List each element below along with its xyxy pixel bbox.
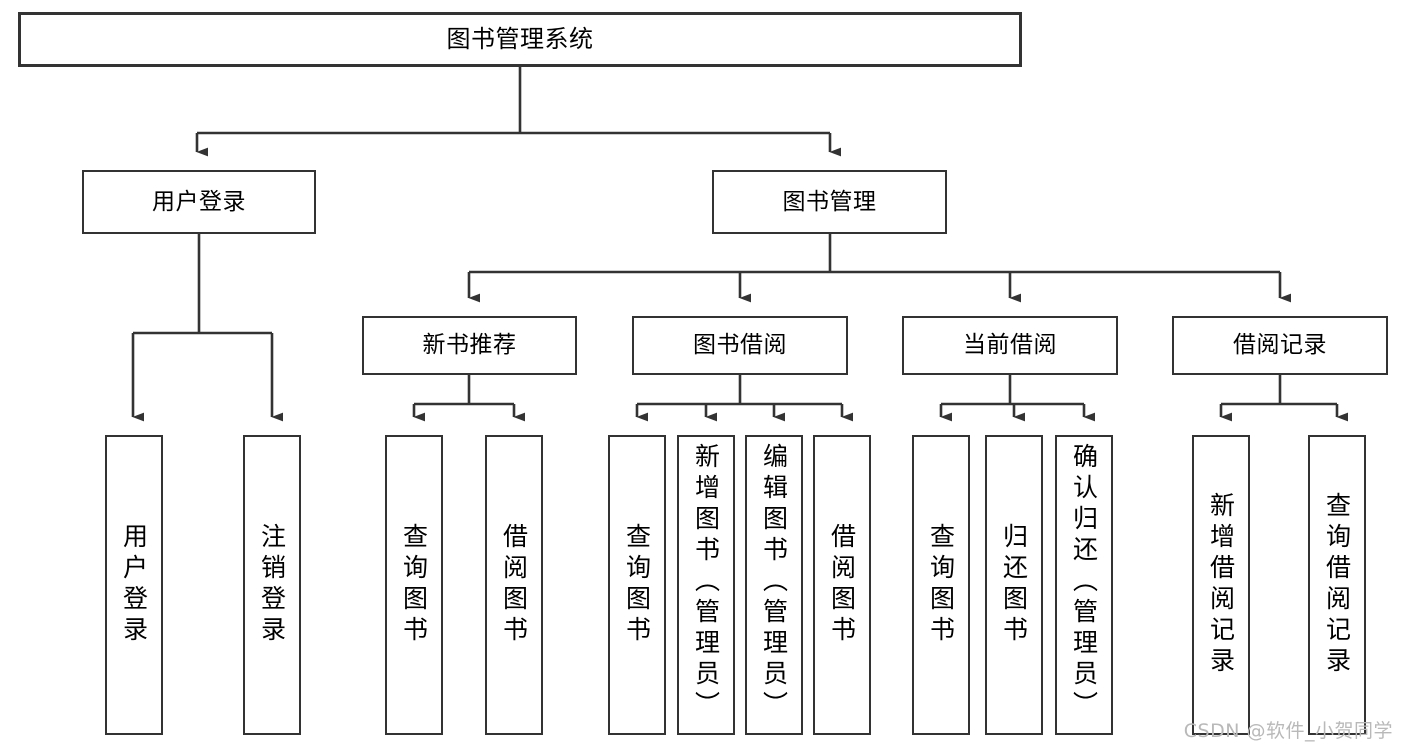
node-label: 查询图书	[399, 523, 429, 647]
node-label: 查询图书	[622, 523, 652, 647]
node-rec-query-book[interactable]: 查询图书	[385, 435, 443, 735]
node-query-borrow-record[interactable]: 查询借阅记录	[1308, 435, 1366, 735]
node-label: 确认归还（管理员）	[1069, 443, 1099, 722]
node-label: 图书管理系统	[446, 24, 594, 53]
node-label: 借阅图书	[827, 523, 857, 647]
node-book-manage[interactable]: 图书管理	[712, 170, 947, 234]
node-book-management-system[interactable]: 图书管理系统	[18, 12, 1022, 67]
node-borrow-book[interactable]: 借阅图书	[813, 435, 871, 735]
node-user-login[interactable]: 用户登录	[82, 170, 316, 234]
node-label: 借阅记录	[1233, 332, 1327, 359]
node-add-book-admin[interactable]: 新增图书（管理员）	[677, 435, 735, 735]
node-edit-book-admin[interactable]: 编辑图书（管理员）	[745, 435, 803, 735]
node-label: 图书借阅	[693, 332, 787, 359]
node-label: 新增图书（管理员）	[691, 443, 721, 722]
node-borrow-record[interactable]: 借阅记录	[1172, 316, 1388, 375]
node-label: 用户登录	[119, 523, 149, 647]
node-add-borrow-record[interactable]: 新增借阅记录	[1192, 435, 1250, 735]
node-current-borrow[interactable]: 当前借阅	[902, 316, 1118, 375]
node-label: 图书管理	[782, 188, 877, 215]
node-cur-query-book[interactable]: 查询图书	[912, 435, 970, 735]
node-label: 用户登录	[152, 188, 246, 215]
node-confirm-return-admin[interactable]: 确认归还（管理员）	[1055, 435, 1113, 735]
node-new-book-recommendation[interactable]: 新书推荐	[362, 316, 577, 375]
node-rec-borrow-book[interactable]: 借阅图书	[485, 435, 543, 735]
node-label: 新增借阅记录	[1206, 492, 1236, 678]
node-label: 编辑图书（管理员）	[759, 443, 789, 722]
node-user-logout[interactable]: 注销登录	[243, 435, 301, 735]
node-borrow-query-book[interactable]: 查询图书	[608, 435, 666, 735]
node-return-book[interactable]: 归还图书	[985, 435, 1043, 735]
node-label: 注销登录	[257, 523, 287, 647]
node-user-login-action[interactable]: 用户登录	[105, 435, 163, 735]
node-label: 当前借阅	[963, 332, 1057, 359]
node-label: 查询图书	[926, 523, 956, 647]
node-label: 查询借阅记录	[1322, 492, 1352, 678]
csdn-watermark: CSDN @软件_小贺同学	[1183, 720, 1393, 742]
node-label: 借阅图书	[499, 523, 529, 647]
node-book-borrow[interactable]: 图书借阅	[632, 316, 848, 375]
node-label: 新书推荐	[422, 332, 517, 359]
node-label: 归还图书	[999, 523, 1029, 647]
